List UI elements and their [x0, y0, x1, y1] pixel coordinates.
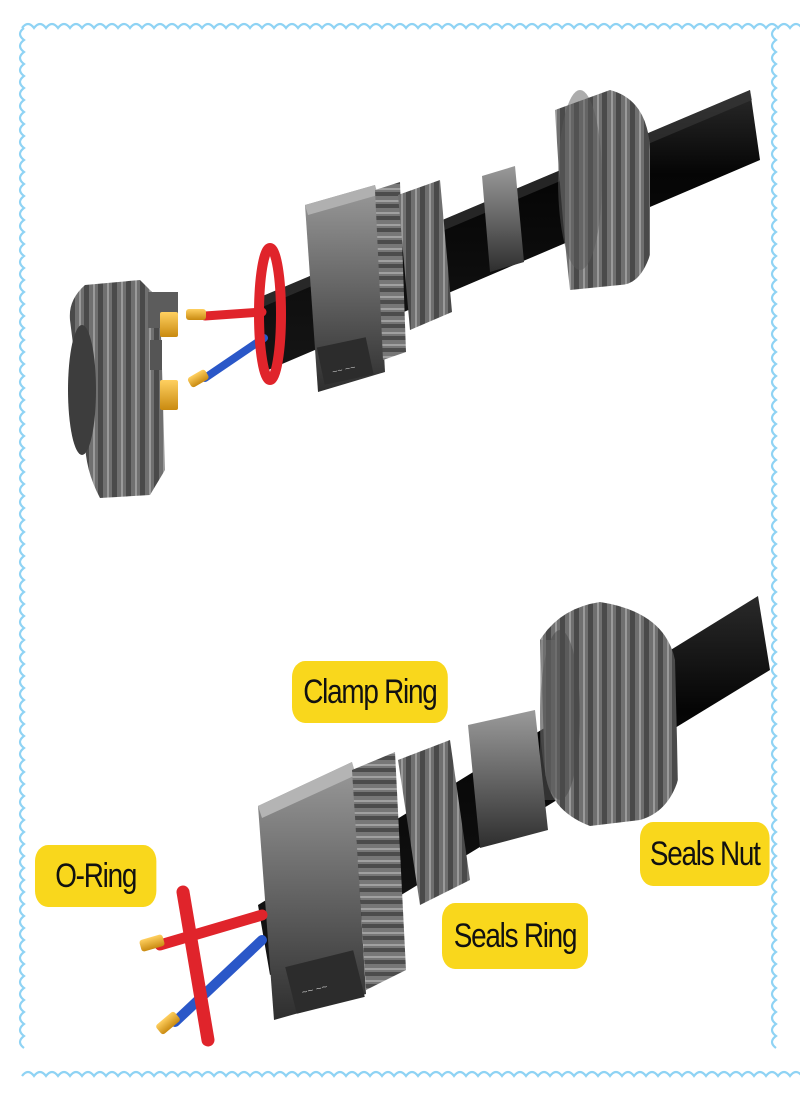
exploded-connector-icon: ~~ ~~ — [68, 90, 760, 498]
label-seals-nut: Seals Nut — [640, 822, 770, 886]
thread-top — [375, 182, 406, 360]
label-o-ring-text: O-Ring — [55, 856, 137, 895]
o-ring-bottom — [176, 885, 215, 1047]
label-seals-ring: Seals Ring — [442, 903, 588, 969]
o-ring-top — [254, 243, 286, 385]
wires-top — [186, 307, 268, 388]
seal-ring-bottom — [468, 710, 548, 848]
clamp-body-top: ~~ ~~ — [305, 180, 452, 392]
label-o-ring: O-Ring — [35, 845, 157, 907]
svg-text:~~ ~~: ~~ ~~ — [331, 362, 356, 377]
label-seals-nut-text: Seals Nut — [649, 834, 761, 873]
seal-nut-top — [555, 90, 650, 290]
clamp-body-bottom: ~~ ~~ — [258, 740, 470, 1020]
assembled-connector-icon: ~~ ~~ — [139, 596, 770, 1047]
label-clamp-ring: Clamp Ring — [292, 661, 448, 723]
plug-housing-top — [68, 280, 178, 498]
seal-nut-bottom — [540, 602, 678, 826]
seal-ring-top — [482, 166, 524, 272]
wires-bottom — [139, 909, 268, 1035]
label-clamp-ring-text: Clamp Ring — [303, 672, 438, 711]
label-seals-ring-text: Seals Ring — [453, 916, 578, 955]
